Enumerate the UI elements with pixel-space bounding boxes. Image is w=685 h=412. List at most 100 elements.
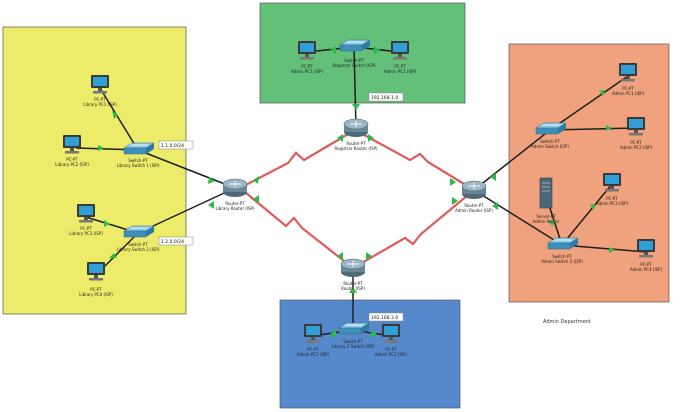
network-address-text: 192.168.1.0 [371, 95, 398, 101]
port-indicator [208, 201, 214, 209]
lan-link-switch-r1-router [473, 129, 551, 191]
zone-right-admin [508, 43, 670, 303]
pc-icon [627, 117, 645, 136]
node-type-label: Router-PT [346, 141, 366, 146]
lan-link-switch-r2-router [473, 189, 563, 246]
node-name-label: Registrar Switch (ISP) [332, 63, 376, 68]
network-address-tag: 192.168.3.0 [368, 312, 404, 322]
port-indicator [98, 145, 104, 151]
port-indicator [606, 125, 612, 131]
wan-link-left-bottom [239, 187, 354, 269]
node-type-label: Switch-PT [344, 58, 364, 63]
switch-icon [339, 39, 371, 52]
node-name-label: Admin PC1 (ISP) [612, 91, 645, 96]
node-type-label: Router-PT [225, 201, 245, 206]
router-icon [222, 178, 248, 197]
port-indicator [490, 173, 496, 181]
server-icon [539, 177, 553, 209]
node-name-label: Admin PC3 (ISP) [596, 201, 629, 206]
port-indicator [366, 252, 372, 260]
node-name-label: Admin PC2 (ISP) [375, 352, 408, 357]
switch-icon [535, 122, 567, 135]
switch-icon [547, 237, 579, 250]
pc-icon [63, 135, 81, 154]
node-name-label: Library PC3 (ISP) [69, 231, 103, 236]
pc-icon [91, 75, 109, 94]
node-type-label: Switch-PT [343, 339, 363, 344]
node-name-label: Library 2 Switch (ISP) [332, 344, 375, 349]
wan-link-bottom-right [352, 189, 475, 269]
pc-icon [619, 63, 637, 82]
router-icon [340, 258, 366, 277]
node-name-label: Admin PC1 (ISP) [297, 352, 330, 357]
router-icon [343, 118, 369, 137]
node-name-label: Library PC4 (ISP) [79, 292, 113, 297]
node-type-label: Router-PT [464, 203, 484, 208]
node-name-label: Admin Server [532, 219, 559, 224]
port-indicator [590, 204, 596, 210]
node-name-label: Library Switch 2 (ISP) [117, 247, 160, 252]
port-indicator [253, 176, 259, 184]
switch-icon [123, 225, 155, 238]
node-type-label: Server-PT [536, 214, 556, 219]
switch-icon [123, 142, 155, 155]
port-indicator [104, 220, 110, 227]
port-indicator [352, 104, 360, 110]
node-type-label: PC-PT [640, 262, 652, 267]
pc-icon [391, 41, 409, 60]
lan-link-switch-t-router [353, 46, 357, 129]
port-indicator [492, 202, 498, 210]
port-indicator [548, 220, 556, 226]
node-type-label: Switch-PT [128, 242, 148, 247]
node-name-label: Admin PC1 (ISP) [291, 69, 324, 74]
node-type-label: PC-PT [394, 64, 406, 69]
node-type-label: PC-PT [301, 64, 313, 69]
port-indicator [337, 134, 343, 142]
lan-link-switch-l2-router [137, 187, 236, 234]
node-name-label: Admin PC2 (ISP) [384, 69, 417, 74]
node-type-label: PC-PT [385, 347, 397, 352]
pc-icon [637, 239, 655, 258]
zone-top-registrar [259, 2, 466, 104]
network-address-tag: 1.2.0.0/24 [158, 236, 194, 246]
zone-right-caption: Admin Department [543, 319, 591, 325]
node-name-label: Library Router (ISP) [215, 206, 254, 211]
wan-link-top-right [354, 129, 475, 191]
pc-icon [77, 204, 95, 223]
port-indicator [368, 134, 374, 142]
lan-link-pc-l1-switch [99, 87, 139, 151]
network-address-text: 192.168.3.0 [371, 315, 398, 321]
node-type-label: PC-PT [307, 347, 319, 352]
port-indicator [109, 253, 117, 258]
node-type-label: PC-PT [66, 157, 78, 162]
router-icon [461, 180, 487, 199]
node-type-label: PC-PT [630, 140, 642, 145]
node-type-label: Switch-PT [128, 158, 148, 163]
port-indicator [349, 287, 357, 293]
port-indicator [452, 197, 458, 205]
